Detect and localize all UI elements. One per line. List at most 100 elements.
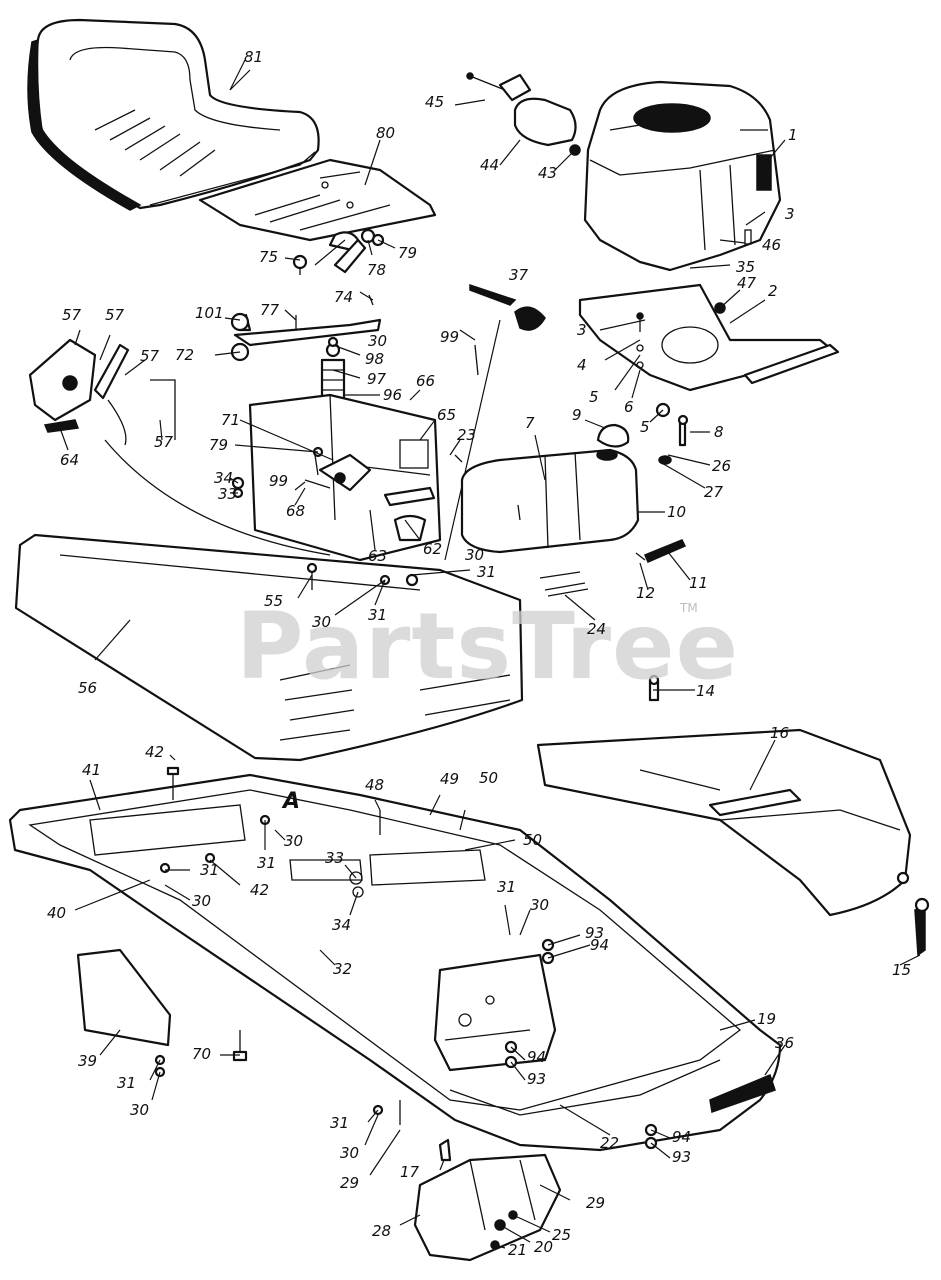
leader-lines <box>59 59 921 1249</box>
callout-57-b: 57 <box>105 306 125 324</box>
callout-31-g: 31 <box>330 1114 349 1132</box>
callout-49: 49 <box>440 770 459 788</box>
callout-79-top: 79 <box>398 244 417 262</box>
callout-25: 25 <box>552 1226 571 1244</box>
watermark-trademark: TM <box>679 601 698 615</box>
callout-30-g: 30 <box>130 1101 149 1119</box>
callout-29-right: 29 <box>586 1194 605 1212</box>
callout-28: 28 <box>372 1222 391 1240</box>
callout-15: 15 <box>892 961 911 979</box>
brake-linkage <box>28 338 331 556</box>
callout-31-f: 31 <box>117 1074 136 1092</box>
callout-21: 21 <box>508 1241 527 1259</box>
control-lever-assembly <box>230 238 382 417</box>
callout-3-top: 3 <box>785 205 795 223</box>
callout-30-f: 30 <box>530 896 549 914</box>
callout-56: 56 <box>78 679 97 697</box>
callout-30-d: 30 <box>284 832 303 850</box>
callout-75: 75 <box>259 248 278 266</box>
callout-31-b: 31 <box>368 606 387 624</box>
callout-62: 62 <box>423 540 442 558</box>
callout-79-mid: 79 <box>209 436 228 454</box>
callout-47: 47 <box>737 274 757 292</box>
callout-8: 8 <box>714 423 724 441</box>
callout-97: 97 <box>367 370 387 388</box>
callout-44: 44 <box>480 156 499 174</box>
callout-66: 66 <box>416 372 435 390</box>
callout-42-top: 42 <box>145 743 164 761</box>
callout-74: 74 <box>334 288 353 306</box>
callout-99-mid: 99 <box>269 472 288 490</box>
engine <box>583 80 782 272</box>
callout-65: 65 <box>437 406 456 424</box>
callout-64: 64 <box>60 451 79 469</box>
body-hood <box>14 533 524 762</box>
callout-6: 6 <box>624 398 634 416</box>
callout-4: 4 <box>577 356 587 374</box>
callout-48: 48 <box>365 776 384 794</box>
callout-40: 40 <box>47 904 66 922</box>
callout-96: 96 <box>383 386 402 404</box>
callout-30-e: 30 <box>192 892 211 910</box>
callout-93-b: 93 <box>527 1070 546 1088</box>
callout-34-top: 34 <box>214 469 233 487</box>
callout-29-left: 29 <box>340 1174 359 1192</box>
callout-46: 46 <box>762 236 781 254</box>
steering-tower <box>248 393 442 562</box>
callout-57-c: 57 <box>140 347 160 365</box>
callout-27: 27 <box>704 483 724 501</box>
seat <box>27 18 320 211</box>
callout-16: 16 <box>770 724 789 742</box>
section-marker-a: A <box>281 789 300 814</box>
callout-32: 32 <box>333 960 352 978</box>
callout-50-a: 50 <box>479 769 498 787</box>
callout-26: 26 <box>712 457 731 475</box>
callout-12: 12 <box>636 584 655 602</box>
callout-94-b: 94 <box>527 1048 546 1066</box>
foot-rest-left <box>76 948 172 1047</box>
fuel-line <box>635 539 687 563</box>
front-axle-bracket <box>413 1153 562 1262</box>
callout-31-a: 31 <box>477 563 496 581</box>
callout-63: 63 <box>368 547 387 565</box>
callout-68: 68 <box>286 502 305 520</box>
main-frame <box>8 773 782 1152</box>
callout-22: 22 <box>600 1134 619 1152</box>
callout-45: 45 <box>425 93 444 111</box>
callout-37: 37 <box>509 266 529 284</box>
callout-33-top: 33 <box>218 485 237 503</box>
callout-31-c: 31 <box>257 854 276 872</box>
callout-23: 23 <box>457 426 476 444</box>
callout-36: 36 <box>775 1034 794 1052</box>
watermark-text: PartsTree <box>236 593 739 700</box>
callout-30-b: 30 <box>465 546 484 564</box>
callout-31-e: 31 <box>497 878 516 896</box>
callout-30-a: 30 <box>368 332 387 350</box>
callout-70: 70 <box>192 1045 211 1063</box>
callout-77: 77 <box>260 301 280 319</box>
engine-mount-plate <box>578 283 840 392</box>
callout-57-a: 57 <box>62 306 82 324</box>
callout-33-bottom: 33 <box>325 849 344 867</box>
callout-99-top: 99 <box>440 328 459 346</box>
callout-98: 98 <box>365 350 384 368</box>
throttle-cable <box>444 283 546 561</box>
callout-72: 72 <box>175 346 194 364</box>
callout-5-left: 5 <box>589 388 599 406</box>
callout-labels: 81 80 1 3 46 35 47 2 3 4 5 6 5 8 26 27 9… <box>47 48 911 1259</box>
callout-55: 55 <box>264 592 283 610</box>
callout-34-bottom: 34 <box>332 916 351 934</box>
callout-41: 41 <box>82 761 101 779</box>
callout-11: 11 <box>689 574 708 592</box>
callout-94-a: 94 <box>590 936 609 954</box>
engine-plate-hardware <box>636 229 752 465</box>
callout-30-c: 30 <box>312 613 331 631</box>
callout-19: 19 <box>757 1010 776 1028</box>
callout-42-bottom: 42 <box>250 881 269 899</box>
callout-31-d: 31 <box>200 861 219 879</box>
callout-7: 7 <box>525 414 535 432</box>
callout-80: 80 <box>376 124 395 142</box>
fuel-tank-strap <box>539 571 589 597</box>
